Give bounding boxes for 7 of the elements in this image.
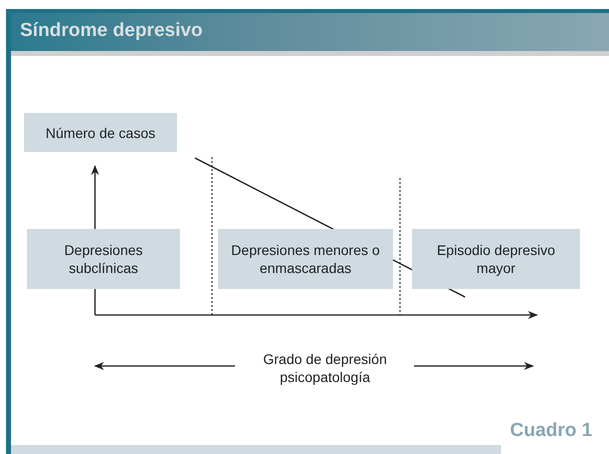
axis-label-box: Número de casos [24,113,177,152]
axis-caption: Grado de depresión psicopatología [262,350,388,386]
panel-title: Síndrome depresivo [20,20,203,42]
category-box: Depresiones menores o enmascaradas [218,229,393,289]
figure-caption: Cuadro 1 [510,420,592,442]
category-box: Episodio depresivo mayor [412,229,580,289]
category-box: Depresiones subclínicas [27,229,180,289]
